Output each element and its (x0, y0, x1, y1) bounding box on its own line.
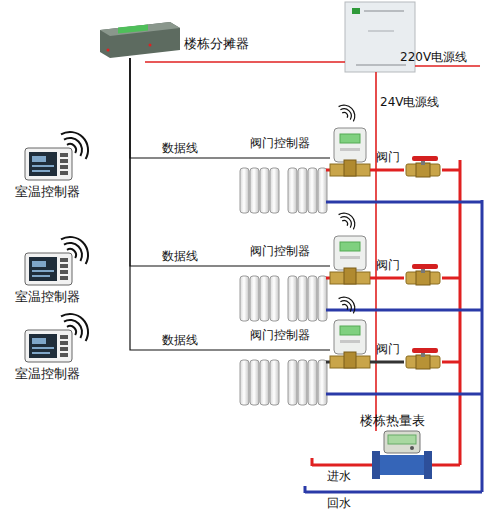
valve: 阀门 (404, 348, 442, 368)
line-label: 数据线 (162, 141, 198, 155)
thermostat-device: 室温控制器 (25, 253, 72, 285)
valve: 阀门 (404, 156, 442, 176)
valve-controller: 阀门控制器 (330, 232, 370, 286)
data-line (130, 58, 330, 350)
pipe-connector (370, 277, 404, 280)
device-label: 阀门 (376, 342, 400, 356)
line-label: 数据线 (162, 249, 198, 263)
power-line-label: 220V电源线 (400, 50, 467, 64)
pipe-connector (370, 361, 404, 364)
line-label: 数据线 (162, 333, 198, 347)
device-label: 楼栋热量表 (360, 413, 425, 429)
pipe-label: 进水 (327, 469, 351, 483)
thermostat-device: 室温控制器 (25, 148, 72, 180)
heat-meter: 楼栋热量表 (372, 431, 432, 481)
power-line-label: 24V电源线 (380, 95, 439, 109)
device-label: 楼栋分摊器 (184, 36, 249, 52)
data-line (130, 58, 330, 158)
device-label: 阀门 (376, 150, 400, 164)
valve-controller: 阀门控制器 (330, 124, 370, 178)
pipe-connector (370, 169, 404, 172)
thermostat-device: 室温控制器 (25, 330, 72, 362)
data-line (130, 58, 330, 266)
valve-controller: 阀门控制器 (330, 316, 370, 370)
device-label: 室温控制器 (15, 366, 80, 382)
device-label: 室温控制器 (15, 184, 80, 200)
distributor-device: 楼栋分摊器 (100, 22, 180, 58)
device-label: 阀门控制器 (250, 136, 310, 150)
device-label: 阀门控制器 (250, 244, 310, 258)
pipe-label: 回水 (327, 496, 351, 510)
device-label: 阀门 (376, 258, 400, 272)
valve: 阀门 (404, 264, 442, 284)
device-label: 室温控制器 (15, 289, 80, 305)
device-label: 阀门控制器 (250, 328, 310, 342)
